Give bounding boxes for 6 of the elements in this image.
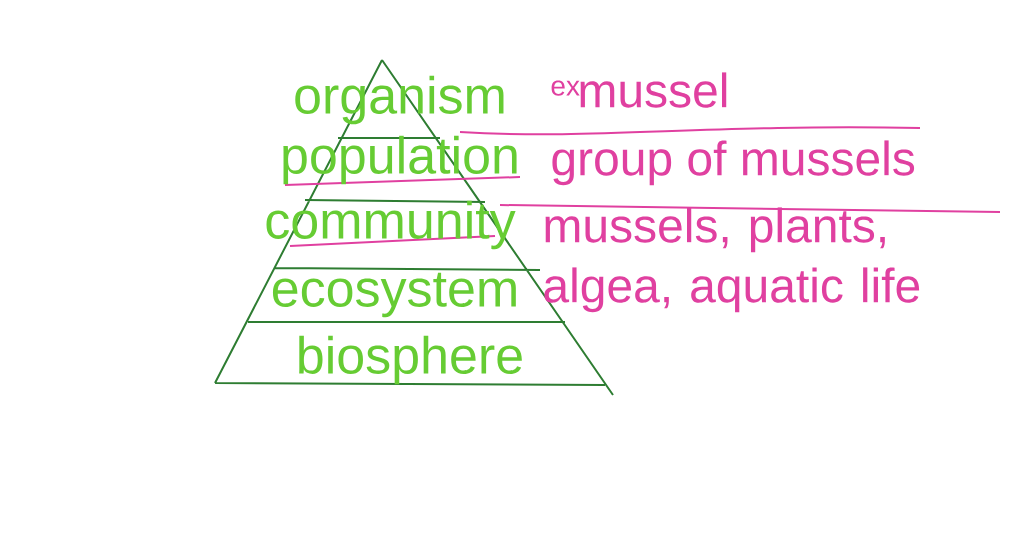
example-text: mussel [580, 72, 727, 108]
level-label: biosphere [299, 335, 522, 385]
example-text: ex [551, 80, 580, 96]
level-label: ecosystem [272, 272, 516, 318]
example-text: group of mussels [552, 140, 915, 186]
example-text: mussels, plants, algea, aquatic life [544, 207, 920, 313]
